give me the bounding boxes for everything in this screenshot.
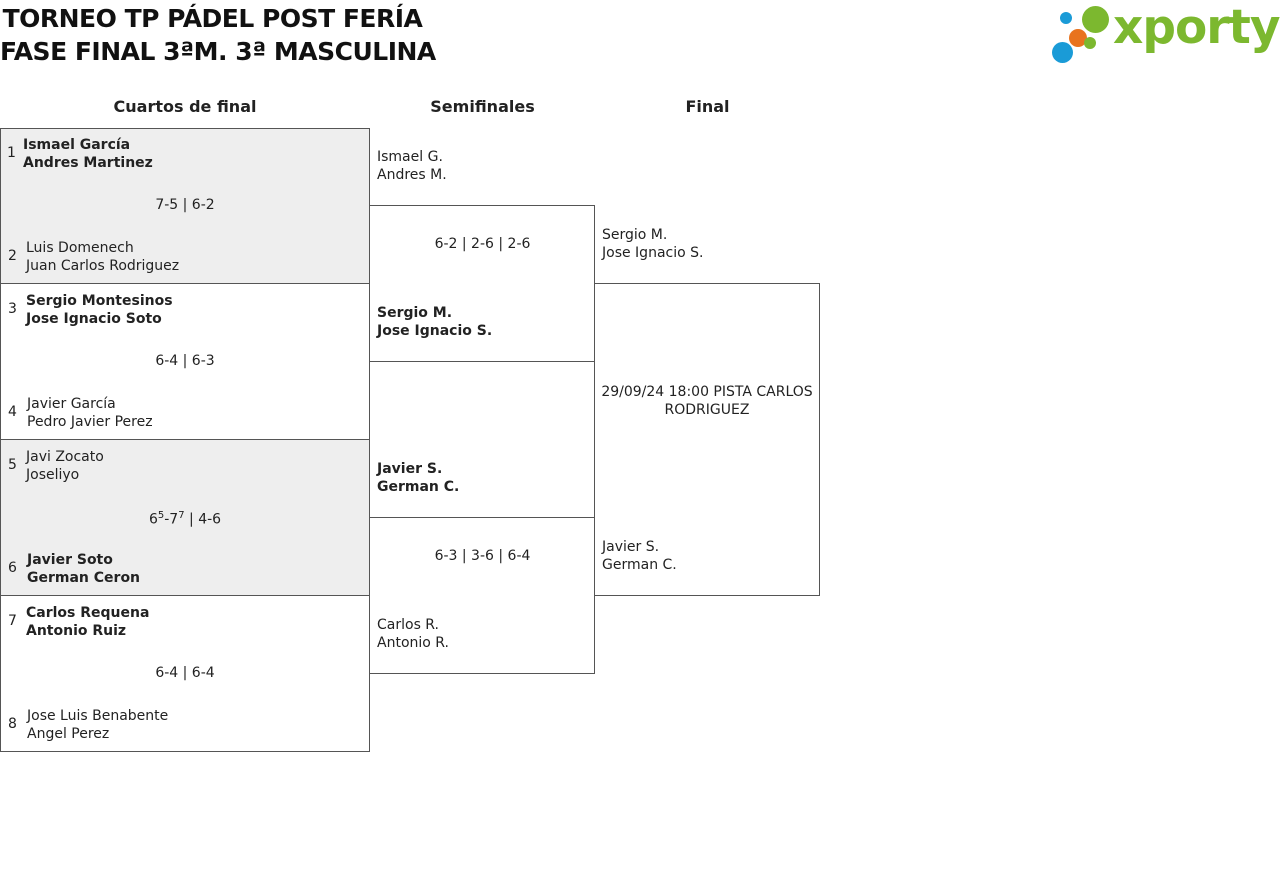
team-names: Ismael G. Andres M. <box>377 148 447 184</box>
player-name: Javier Soto <box>27 552 113 568</box>
seed-number: 4 <box>8 404 17 420</box>
logo-dot-blue <box>1060 12 1072 24</box>
seed-number: 3 <box>8 301 17 317</box>
logo-dot-green-small <box>1084 37 1096 49</box>
logo-text: xporty <box>1113 0 1280 55</box>
team-names: Javier Soto German Ceron <box>27 551 140 587</box>
tournament-title: TORNEO TP PÁDEL POST FERÍA FASE FINAL 3ª… <box>0 2 436 68</box>
player-name: Javier S. <box>377 461 443 477</box>
team-names: Ismael García Andres Martinez <box>23 136 153 172</box>
player-name: Javier S. <box>602 539 660 555</box>
final-match <box>594 283 820 596</box>
round-header-final: Final <box>685 97 730 116</box>
seed-number: 6 <box>8 560 17 576</box>
round-header-quarterfinals: Cuartos de final <box>113 97 257 116</box>
tiebreak-b: 7 <box>178 510 185 521</box>
player-name: Jose Ignacio S. <box>602 245 704 261</box>
score-set1-b: -7 <box>164 511 179 528</box>
player-name: German Ceron <box>27 570 141 586</box>
team-names: Sergio M. Jose Ignacio S. <box>602 226 703 262</box>
player-name: Antonio R. <box>377 635 449 651</box>
team-names: Javi Zocato Joseliyo <box>26 448 104 484</box>
logo-dot-orange <box>1069 29 1087 47</box>
round-header-semifinals: Semifinales <box>430 97 535 116</box>
match-score: 7-5 | 6-2 <box>155 197 215 213</box>
player-name: Jose Luis Benabente <box>27 708 169 724</box>
player-name: German C. <box>377 479 460 495</box>
xporty-logo: xporty <box>1050 0 1280 66</box>
player-name: Jose Ignacio S. <box>377 323 493 339</box>
match-score: 6-3 | 3-6 | 6-4 <box>434 548 531 564</box>
player-name: Javier García <box>27 396 116 412</box>
team-names: Luis Domenech Juan Carlos Rodriguez <box>26 239 179 275</box>
logo-dot-green <box>1082 6 1109 33</box>
score-rest: | 4-6 <box>184 511 222 528</box>
seed-number: 7 <box>8 613 17 629</box>
player-name: Juan Carlos Rodriguez <box>26 258 180 274</box>
score-set1-a: 6 <box>148 511 158 528</box>
team-names: Sergio M. Jose Ignacio S. <box>377 304 492 340</box>
player-name: Joseliyo <box>26 467 80 483</box>
team-names: Carlos Requena Antonio Ruiz <box>26 604 149 640</box>
team-names: Javier S. German C. <box>602 538 677 574</box>
player-name: Andres M. <box>377 167 447 183</box>
player-name: German C. <box>602 557 677 573</box>
team-names: Carlos R. Antonio R. <box>377 616 449 652</box>
seed-number: 5 <box>8 457 17 473</box>
team-names: Jose Luis Benabente Angel Perez <box>27 707 168 743</box>
player-name: Sergio M. <box>377 305 453 321</box>
player-name: Ismael G. <box>377 149 443 165</box>
player-name: Sergio M. <box>602 227 668 243</box>
player-name: Sergio Montesinos <box>26 293 173 309</box>
match-score: 65-77 | 4-6 <box>0 510 370 528</box>
player-name: Javi Zocato <box>26 449 104 465</box>
logo-dot-blue-large <box>1052 42 1073 63</box>
seed-number: 1 <box>7 145 16 161</box>
player-name: Jose Ignacio Soto <box>26 311 162 327</box>
team-names: Javier García Pedro Javier Perez <box>27 395 153 431</box>
player-name: Luis Domenech <box>26 240 134 256</box>
team-names: Sergio Montesinos Jose Ignacio Soto <box>26 292 173 328</box>
player-name: Andres Martinez <box>23 155 153 171</box>
player-name: Angel Perez <box>27 726 110 742</box>
match-score: 6-4 | 6-4 <box>155 665 215 681</box>
seed-number: 2 <box>8 248 17 264</box>
player-name: Ismael García <box>23 137 131 153</box>
player-name: Carlos R. <box>377 617 439 633</box>
title-line-2: FASE FINAL 3ªM. 3ª MASCULINA <box>0 37 436 66</box>
match-schedule: 29/09/24 18:00 PISTA CARLOS RODRIGUEZ <box>601 384 813 418</box>
team-names: Javier S. German C. <box>377 460 459 496</box>
player-name: Pedro Javier Perez <box>27 414 153 430</box>
match-score: 6-2 | 2-6 | 2-6 <box>434 236 531 252</box>
player-name: Carlos Requena <box>26 605 150 621</box>
title-line-1: TORNEO TP PÁDEL POST FERÍA <box>2 4 423 33</box>
match-score: 6-4 | 6-3 <box>155 353 215 369</box>
tiebreak-a: 5 <box>157 510 165 521</box>
seed-number: 8 <box>8 716 17 732</box>
player-name: Antonio Ruiz <box>26 623 127 639</box>
